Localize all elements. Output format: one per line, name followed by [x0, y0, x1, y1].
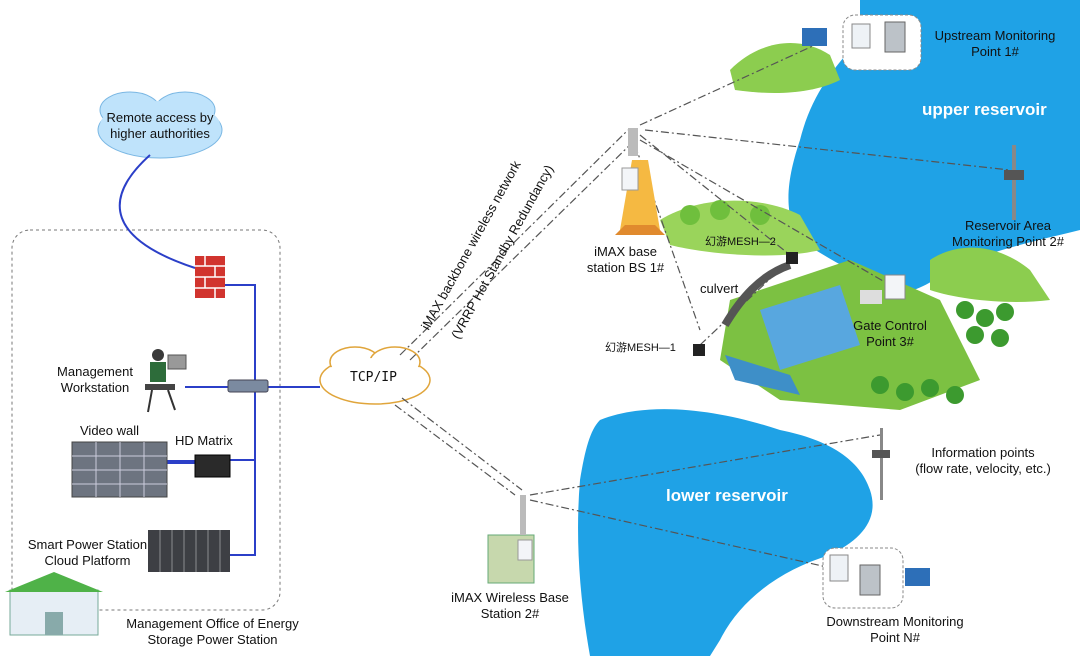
upstream-monitoring-icon — [802, 14, 922, 71]
office-dashed-box — [11, 229, 281, 611]
mesh1-device-icon — [693, 344, 705, 356]
network-switch-icon — [227, 379, 269, 393]
lower-reservoir-water — [578, 409, 873, 656]
culvert-label: culvert — [700, 281, 739, 296]
info-points-title: Information points — [931, 445, 1035, 460]
remote-cloud — [97, 91, 223, 159]
upper-reservoir-label: upper reservoir — [922, 100, 1047, 119]
office-building-icon — [5, 572, 103, 636]
culvert-pipe — [721, 261, 792, 328]
mountain-mid — [660, 200, 820, 256]
mountain-right — [930, 247, 1050, 302]
server-rack-icon — [148, 530, 230, 572]
info-points-pole-icon — [872, 428, 890, 500]
bs1-tower-icon — [615, 128, 665, 235]
workstation-icon — [145, 349, 187, 413]
reservoir-area-pole-icon — [1004, 145, 1024, 220]
reservoir-area-label: Reservoir Area Monitoring Point 2# — [951, 218, 1064, 249]
mesh1-label: 幻游MESH—1 — [605, 342, 676, 354]
office-links — [118, 154, 320, 556]
mountain-top — [730, 43, 840, 93]
video-wall-label: Video wall — [80, 423, 140, 438]
downstream-monitoring-icon — [822, 547, 930, 609]
bs2-label: iMAX Wireless Base Station 2# — [451, 590, 569, 621]
dam-wall — [760, 285, 860, 370]
bs2-building-icon — [487, 495, 535, 584]
trees-right — [871, 301, 1014, 404]
info-points-sub: (flow rate, velocity, etc.) — [915, 461, 1051, 476]
hd-matrix-icon — [194, 454, 231, 478]
wireless-links — [394, 44, 1011, 571]
cloud-platform-label: Smart Power Station Cloud Platform — [27, 537, 148, 568]
dam-spill — [725, 355, 800, 395]
office-label: Management Office of Energy Storage Powe… — [126, 616, 299, 647]
downstream-label: Downstream Monitoring Point N# — [826, 614, 964, 645]
tcpip-cloud — [319, 346, 431, 405]
workstation-label: Management Workstation — [57, 364, 133, 395]
video-wall-icon — [71, 441, 168, 498]
tcpip-label: TCP/IP — [350, 370, 397, 385]
mesh2-device-icon — [786, 252, 798, 264]
trees-mid — [680, 200, 770, 225]
gate-control-icon — [860, 274, 906, 304]
bs1-label: iMAX base station BS 1# — [586, 244, 665, 275]
firewall-icon — [195, 256, 225, 298]
lower-reservoir-label: lower reservoir — [666, 486, 788, 505]
hd-matrix-label: HD Matrix — [175, 433, 233, 448]
cloud-label: Remote access by higher authorities — [106, 110, 214, 141]
gate-control-label: Gate Control Point 3# — [853, 318, 927, 349]
upper-reservoir-water — [788, 0, 1080, 293]
upstream-label: Upstream Monitoring Point 1# — [934, 28, 1056, 59]
mesh2-label: 幻游MESH—2 — [705, 236, 776, 248]
